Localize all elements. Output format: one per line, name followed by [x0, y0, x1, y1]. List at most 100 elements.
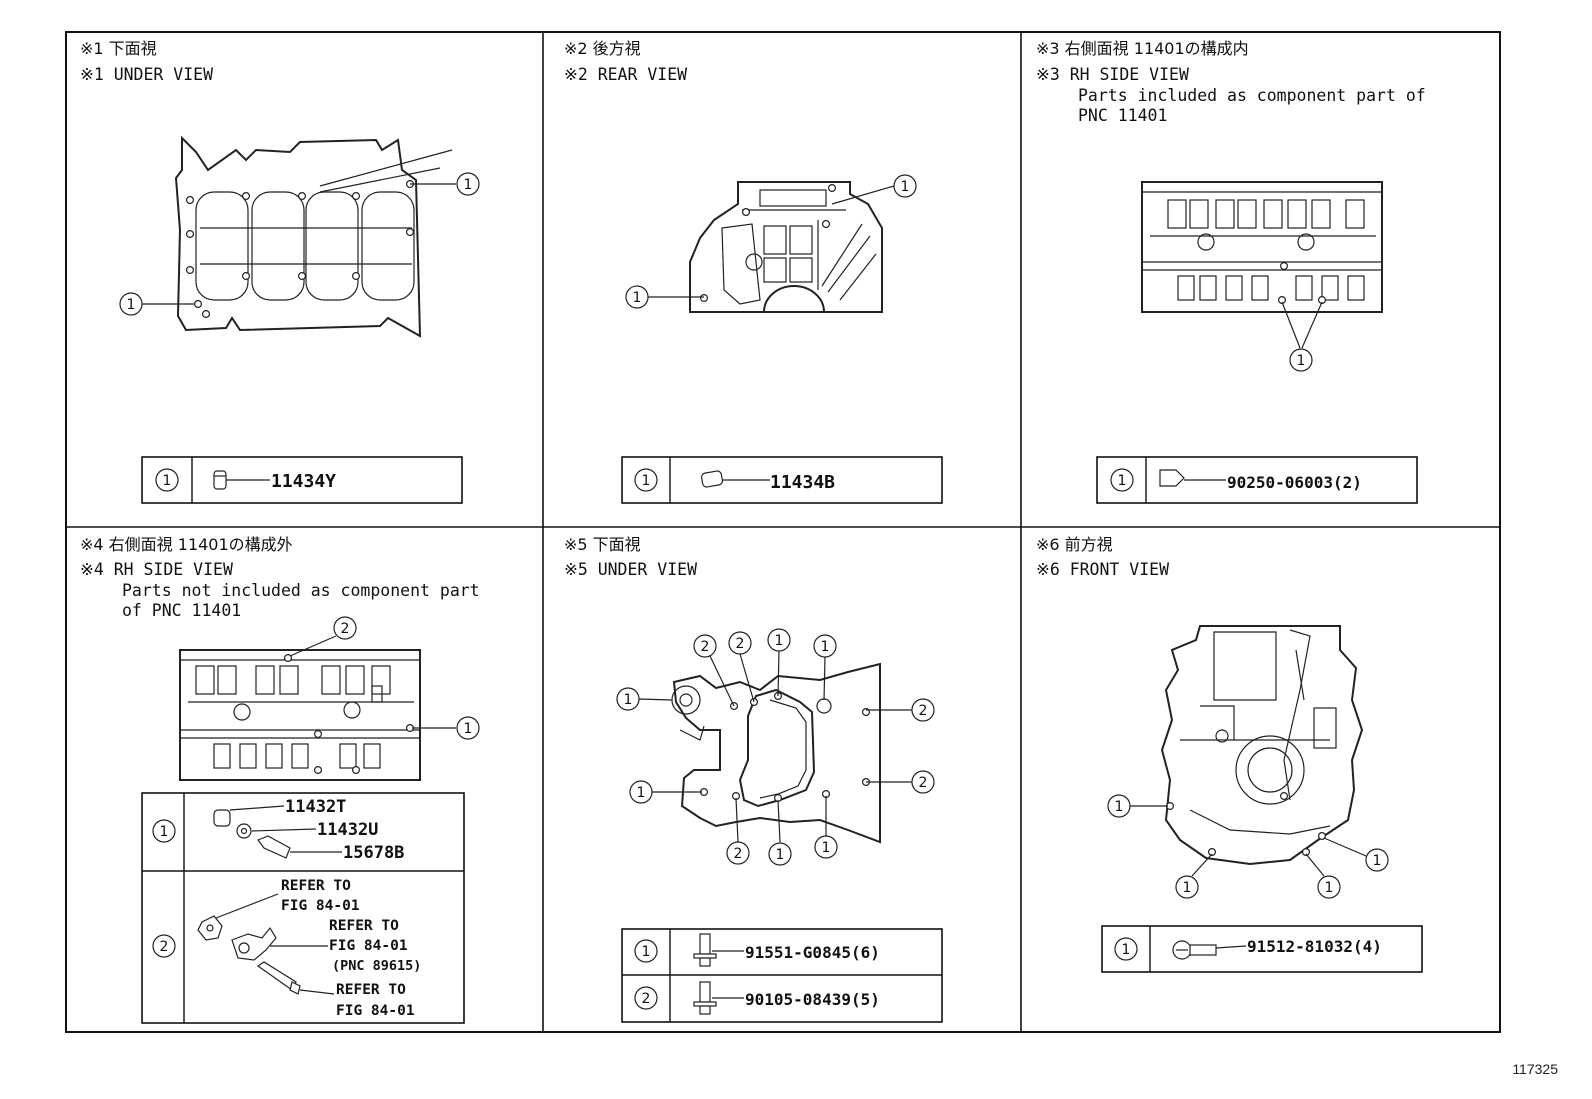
svg-text:2: 2 [642, 991, 651, 1007]
panel-3-title-en: ※3 RH SIDE VIEW [1036, 65, 1189, 84]
reference-text: FIG 84-01 [336, 1003, 415, 1019]
svg-text:1: 1 [642, 473, 651, 489]
bolt-icon [1172, 940, 1217, 960]
svg-text:1: 1 [776, 847, 785, 863]
part-number: 11432U [317, 820, 378, 840]
callout-1: 1 [1107, 794, 1168, 818]
panel-5-title-jp: ※5 下面視 [564, 535, 641, 554]
panel-4-note-line-2: of PNC 11401 [122, 601, 241, 620]
panel-1-title-en: ※1 UNDER VIEW [80, 65, 213, 84]
flange-bolt-icon [693, 933, 717, 967]
svg-text:1: 1 [1122, 942, 1131, 958]
svg-text:1: 1 [642, 944, 651, 960]
svg-text:1: 1 [1183, 880, 1192, 896]
svg-text:1: 1 [822, 840, 831, 856]
callout-1: 1 [625, 285, 704, 309]
svg-text:2: 2 [919, 775, 928, 791]
sensor-icon [231, 926, 277, 961]
callout-1: 1 [119, 292, 194, 316]
callout-1: 1 [412, 716, 480, 740]
nut-icon [197, 915, 223, 941]
panel-1-title-jp: ※1 下面視 [80, 39, 157, 58]
svg-text:1: 1 [637, 785, 646, 801]
svg-text:1: 1 [464, 177, 473, 193]
svg-text:1: 1 [1115, 799, 1124, 815]
part-number: 15678B [343, 843, 404, 863]
panel-4-title-jp: ※4 右側面視 11401の構成外 [80, 535, 293, 554]
cylinder-block-side-drawing [179, 649, 421, 781]
bolt-icon [257, 835, 291, 859]
panel-2-rear-view: ※2 後方視 ※2 REAR VIEW 1 [564, 39, 943, 504]
panel-2-title-jp: ※2 後方視 [564, 39, 641, 58]
svg-text:1: 1 [633, 290, 642, 306]
svg-text:1: 1 [1373, 853, 1382, 869]
part-number: 11432T [285, 797, 346, 817]
plug-icon [1159, 469, 1185, 487]
cylinder-block-rear-drawing [689, 181, 883, 313]
callout-2: 2 [866, 770, 935, 794]
svg-text:2: 2 [160, 939, 169, 955]
callout-1: 1 [1175, 853, 1213, 899]
callout-1: 1 [1281, 301, 1323, 372]
svg-text:1: 1 [624, 692, 633, 708]
plug-icon [700, 470, 724, 488]
panel-6-title-jp: ※6 前方視 [1036, 535, 1113, 554]
panel-4-rh-side-view: ※4 右側面視 11401の構成外 ※4 RH SIDE VIEW Parts … [80, 535, 480, 1024]
washer-icon [236, 823, 252, 839]
svg-text:2: 2 [701, 639, 710, 655]
panel-4-title-en: ※4 RH SIDE VIEW [80, 560, 233, 579]
reference-text: (PNC 89615) [332, 958, 421, 974]
part-number: 91551-G0845(6) [745, 943, 880, 962]
plug-icon [213, 809, 231, 827]
part-number: 91512-81032(4) [1247, 937, 1382, 956]
svg-text:2: 2 [341, 621, 350, 637]
reference-text: FIG 84-01 [281, 898, 360, 914]
cylinder-block-front-drawing [1160, 625, 1364, 866]
panel-6-front-view: ※6 前方視 ※6 FRONT VIEW 1 1 [1036, 535, 1423, 973]
figure-number: 117325 [1512, 1061, 1558, 1077]
callout-1: 1 [1323, 837, 1389, 872]
parts-legend-table: 1 11432T 11432U 15678B 2 REFE [141, 792, 465, 1024]
reference-text: REFER TO [329, 918, 399, 934]
svg-text:2: 2 [734, 846, 743, 862]
panel-3-note-line-2: PNC 11401 [1078, 106, 1167, 125]
stud-bolt-icon [256, 961, 301, 995]
svg-text:1: 1 [1297, 353, 1306, 369]
callout-1: 1 [831, 174, 917, 205]
part-number: 11434Y [271, 471, 336, 492]
callout-1: 1 [629, 780, 702, 804]
svg-text:1: 1 [1325, 880, 1334, 896]
part-number: 90105-08439(5) [745, 990, 880, 1009]
callout-1: 1 [767, 628, 791, 697]
callout-2: 2 [726, 797, 750, 865]
callout-1: 1 [1305, 853, 1341, 899]
panel-5-title-en: ※5 UNDER VIEW [564, 560, 697, 579]
panel-3-title-jp: ※3 右側面視 11401の構成内 [1036, 39, 1249, 58]
panel-3-note-line-1: Parts included as component part of [1078, 86, 1426, 105]
svg-text:1: 1 [163, 473, 172, 489]
svg-text:2: 2 [736, 636, 745, 652]
plug-icon [213, 470, 227, 490]
panel-1-under-view: ※1 下面視 ※1 UNDER VIEW 1 [80, 39, 480, 504]
part-number: 90250-06003(2) [1227, 473, 1362, 492]
panel-3-rh-side-view: ※3 右側面視 11401の構成内 ※3 RH SIDE VIEW Parts … [1036, 39, 1426, 504]
panel-5-under-view: ※5 下面視 ※5 UNDER VIEW 2 2 [564, 535, 943, 1023]
reference-text: FIG 84-01 [329, 938, 408, 954]
oil-pan-under-drawing [671, 662, 881, 844]
parts-legend-table: 1 91551-G0845(6) 2 90105-08439(5) [621, 928, 943, 1023]
callout-2: 2 [289, 616, 357, 657]
flange-bolt-icon [693, 981, 717, 1015]
svg-text:1: 1 [901, 179, 910, 195]
svg-text:2: 2 [919, 703, 928, 719]
svg-text:1: 1 [464, 721, 473, 737]
svg-text:1: 1 [127, 297, 136, 313]
svg-text:1: 1 [821, 639, 830, 655]
parts-legend-table: 1 90250-06003(2) [1096, 456, 1418, 504]
parts-legend-table: 1 91512-81032(4) [1101, 925, 1423, 973]
reference-text: REFER TO [281, 878, 351, 894]
diagram-frame [65, 31, 1501, 1033]
panel-6-title-en: ※6 FRONT VIEW [1036, 560, 1169, 579]
svg-text:1: 1 [1118, 473, 1127, 489]
callout-2: 2 [728, 631, 755, 703]
